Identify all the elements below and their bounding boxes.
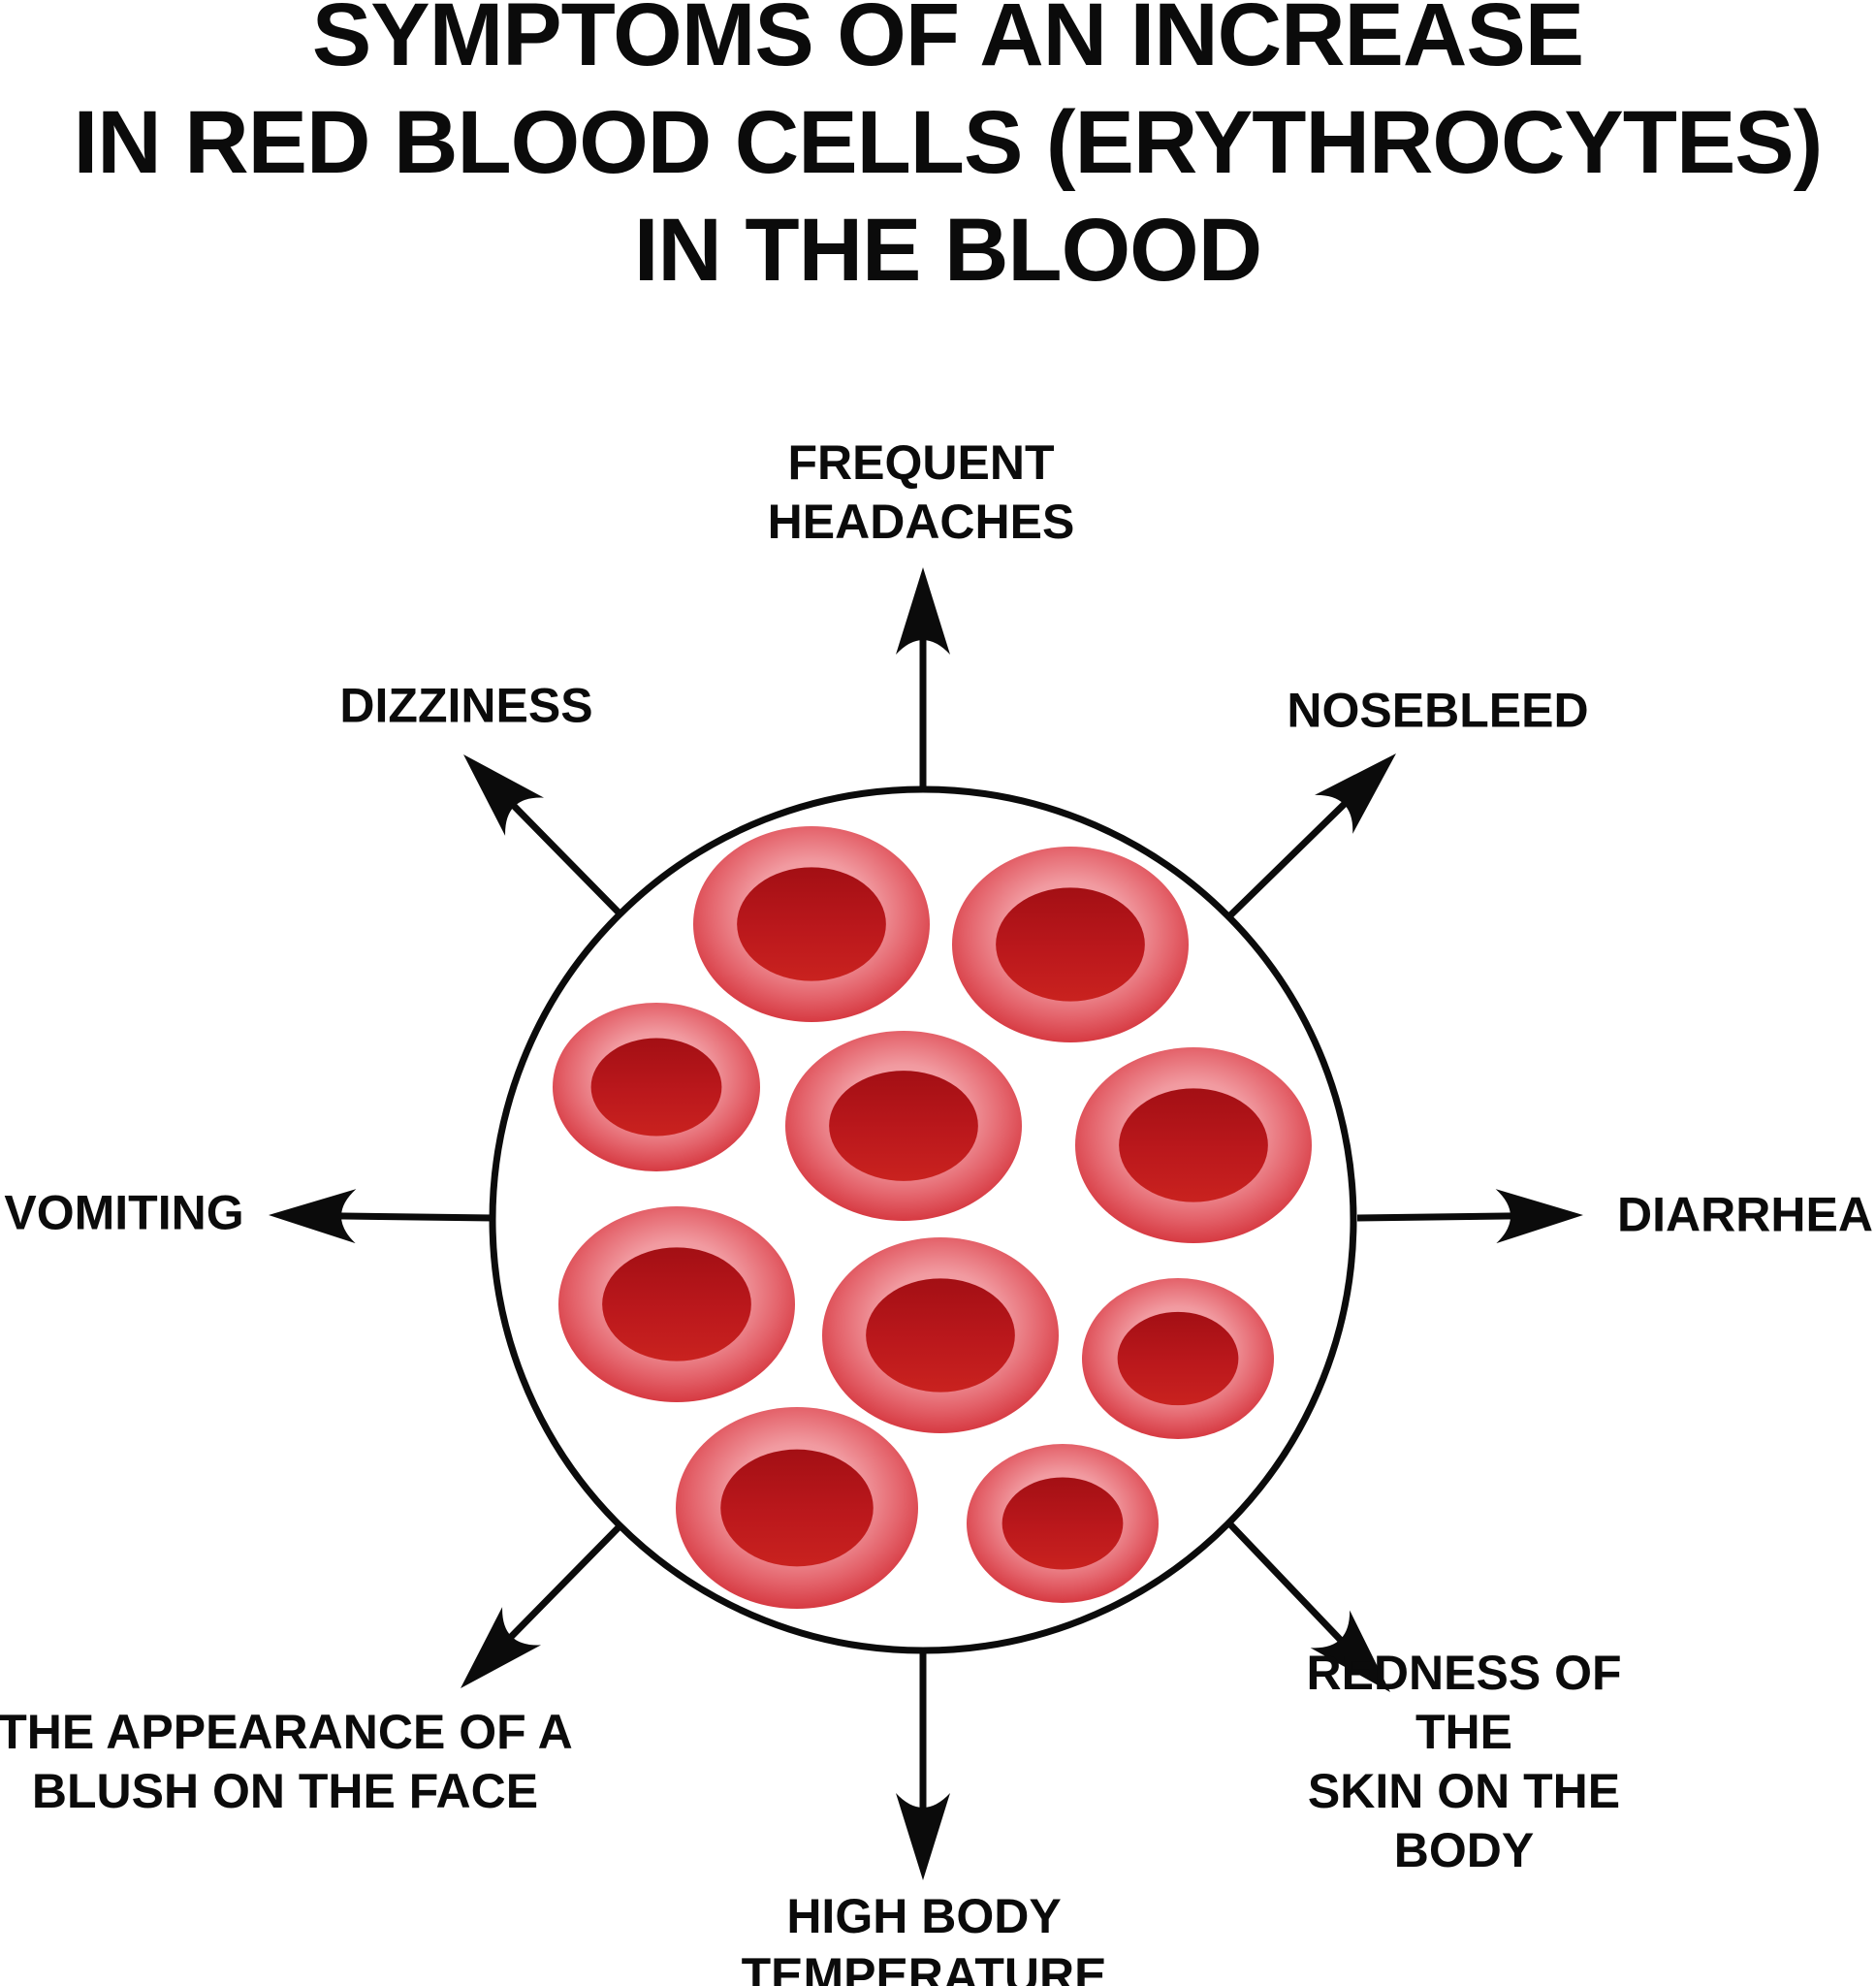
page-title-line-2: IN RED BLOOD CELLS (ERYTHROCYTES): [73, 93, 1824, 192]
symptom-label-nosebleed: NOSEBLEED: [1287, 683, 1589, 738]
red-blood-cell-center: [829, 1071, 978, 1181]
arrow-up-left-shaft: [501, 793, 624, 918]
arrow-up-left-head: [463, 754, 545, 836]
arrow-down-left-shaft: [498, 1522, 624, 1650]
red-blood-cell-center: [866, 1278, 1015, 1393]
arrow-right-shaft: [1356, 1212, 1526, 1222]
symptom-label-redness-of-skin: REDNESS OF THE SKIN ON THE BODY: [1306, 1646, 1622, 1877]
arrow-right-head: [1495, 1189, 1583, 1244]
red-blood-cell-center: [590, 1038, 722, 1137]
red-blood-cell-center: [1002, 1477, 1124, 1570]
red-blood-cell-center: [1119, 1088, 1268, 1202]
symptom-label-vomiting: VOMITING: [4, 1185, 244, 1240]
page-title-line-3: IN THE BLOOD: [633, 201, 1262, 300]
symptom-label-dizziness: DIZZINESS: [339, 678, 593, 733]
red-blood-cell-center: [1117, 1311, 1239, 1406]
symptom-label-frequent-headaches: FREQUENT HEADACHES: [767, 435, 1075, 549]
red-blood-cell-center: [602, 1247, 751, 1361]
red-blood-cell-center: [737, 867, 886, 981]
arrow-left-shaft: [326, 1212, 495, 1222]
arrow-up-right-head: [1315, 753, 1396, 834]
red-blood-cell-center: [996, 887, 1145, 1002]
symptom-label-blush-on-face: THE APPEARANCE OF A BLUSH ON THE FACE: [0, 1705, 573, 1818]
arrow-down-head: [896, 1793, 950, 1880]
arrow-down-left-head: [461, 1607, 542, 1688]
arrow-down-right-shaft: [1227, 1522, 1353, 1652]
arrow-up-head: [896, 567, 950, 655]
page-title: SYMPTOMS OF AN INCREASE IN RED BLOOD CEL…: [10, 0, 1876, 304]
arrow-left-head: [269, 1189, 357, 1244]
symptom-label-diarrhea: DIARRHEA: [1617, 1187, 1873, 1242]
page-title-line-1: SYMPTOMS OF AN INCREASE: [311, 0, 1584, 84]
symptom-label-high-body-temperature: HIGH BODY TEMPERATURE: [741, 1889, 1107, 1986]
arrow-up-right-shaft: [1227, 791, 1357, 918]
arrow-down-right-head: [1310, 1610, 1390, 1692]
red-blood-cell-center: [720, 1449, 874, 1567]
